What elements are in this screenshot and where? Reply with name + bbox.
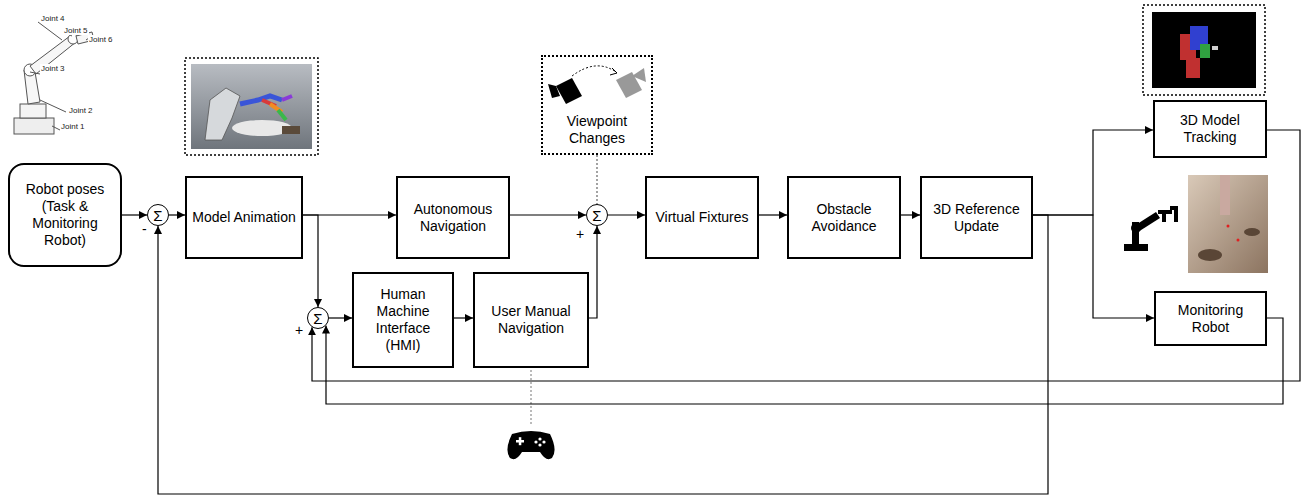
node-text: Σ bbox=[313, 311, 322, 326]
connector bbox=[901, 214, 920, 215]
camera-icons bbox=[548, 66, 646, 104]
animation-screenshot bbox=[185, 58, 318, 155]
node-text: 3D Model Tracking bbox=[1159, 112, 1261, 146]
joint-label: Joint 2 bbox=[68, 106, 94, 115]
summing-junction: Σ bbox=[586, 204, 608, 226]
joint-label: Joint 6 bbox=[88, 35, 114, 44]
joint-label: Joint 3 bbox=[40, 64, 66, 73]
gamepad-icon bbox=[507, 431, 554, 459]
connector bbox=[122, 214, 147, 215]
node-text: Robot poses (Task & Monitoring Robot) bbox=[20, 181, 110, 248]
process-box: Human Machine Interface (HMI) bbox=[352, 272, 454, 368]
joint-label: Joint 4 bbox=[40, 14, 66, 23]
rounded-box: Robot poses (Task & Monitoring Robot) bbox=[8, 163, 122, 267]
process-box: 3D Reference Update bbox=[920, 176, 1033, 259]
node-text: 3D Reference Update bbox=[926, 201, 1027, 235]
node-text: Monitoring Robot bbox=[1160, 302, 1261, 336]
robot-icon bbox=[1124, 206, 1178, 251]
connector bbox=[759, 214, 787, 215]
sign-label: + bbox=[295, 322, 303, 338]
process-box: Model Animation bbox=[185, 176, 303, 259]
node-text: Viewpoint Changes bbox=[547, 113, 647, 147]
process-box: Autonomous Navigation bbox=[396, 176, 510, 259]
connector bbox=[596, 155, 597, 204]
sign-label: - bbox=[142, 221, 147, 237]
leader-line bbox=[531, 370, 532, 426]
tracking-screenshot bbox=[1143, 5, 1265, 95]
connector bbox=[589, 226, 597, 318]
node-text: Σ bbox=[153, 208, 162, 223]
node-text: Obstacle Avoidance bbox=[793, 201, 895, 235]
process-box: Obstacle Avoidance bbox=[787, 176, 901, 259]
node-text: Virtual Fixtures bbox=[655, 209, 748, 226]
connector bbox=[454, 317, 473, 318]
node-text: Model Animation bbox=[192, 209, 296, 226]
node-text: Autonomous Navigation bbox=[402, 201, 504, 235]
joint-label: Joint 5 bbox=[63, 26, 89, 35]
connector bbox=[169, 214, 185, 215]
process-box: Virtual Fixtures bbox=[645, 176, 759, 259]
connector bbox=[1033, 130, 1153, 215]
connector bbox=[326, 318, 1283, 404]
summing-junction: Σ bbox=[147, 204, 169, 226]
sign-label: + bbox=[576, 226, 584, 242]
process-box: User Manual Navigation bbox=[473, 272, 589, 368]
process-box: Monitoring Robot bbox=[1154, 291, 1267, 346]
connector bbox=[510, 214, 586, 215]
robot-photo bbox=[1188, 175, 1268, 273]
connector bbox=[329, 317, 352, 318]
node-text: User Manual Navigation bbox=[479, 303, 583, 337]
node-text: Σ bbox=[592, 208, 601, 223]
process-box: 3D Model Tracking bbox=[1153, 100, 1267, 158]
node-text: Human Machine Interface (HMI) bbox=[358, 286, 448, 353]
connector bbox=[1033, 215, 1154, 318]
connector bbox=[303, 215, 318, 307]
connector bbox=[312, 130, 1300, 381]
dotted-box: Viewpoint Changes bbox=[541, 55, 653, 155]
joint-label: Joint 1 bbox=[60, 122, 86, 131]
connector bbox=[608, 214, 645, 215]
summing-junction: Σ bbox=[307, 307, 329, 329]
